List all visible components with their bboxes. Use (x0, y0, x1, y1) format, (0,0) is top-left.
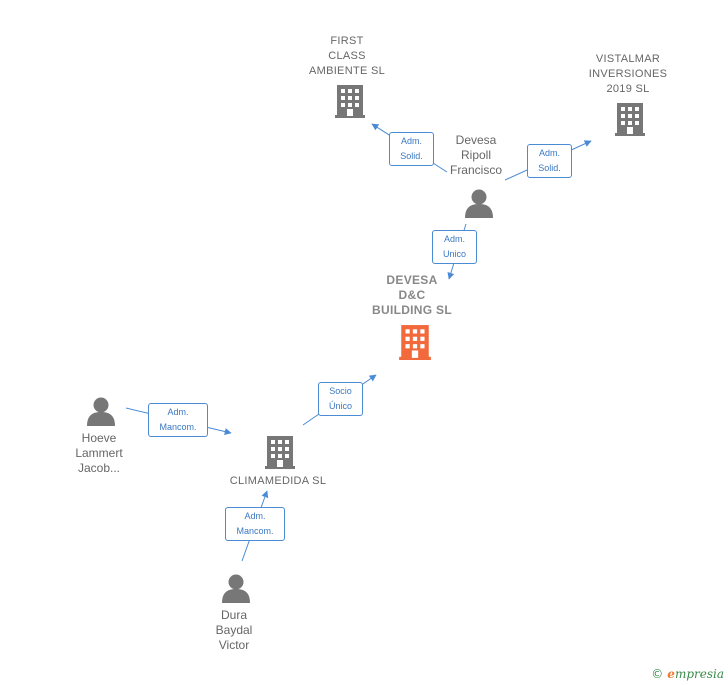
label-line: Baydal (215, 623, 253, 637)
edge-label-line: Adm. (443, 234, 465, 244)
edge-label-line: Único (328, 401, 352, 411)
edge-label-line: Adm. (167, 407, 189, 417)
brand-watermark: ©empresia (651, 667, 724, 681)
node-label-hoeve[interactable]: Hoeve Lammert Jacob... (59, 431, 139, 476)
edge-label-adm-solid: Adm. Solid. (527, 144, 572, 178)
label-line: CLIMAMEDIDA SL (229, 475, 327, 487)
label-line: Victor (218, 638, 250, 652)
label-line: 2019 SL (606, 83, 650, 95)
brand-name: mpresia (674, 667, 724, 681)
edge-label-adm-mancom: Adm. Mancom. (148, 403, 208, 437)
label-line: AMBIENTE SL (308, 65, 386, 77)
label-line: BUILDING SL (372, 303, 452, 317)
building-icon[interactable] (615, 103, 645, 136)
edge-label-line: Adm. (244, 511, 266, 521)
label-line: D&C (398, 288, 426, 302)
person-icon[interactable] (465, 189, 493, 219)
node-label-devesa-ripoll[interactable]: Devesa Ripoll Francisco (436, 133, 516, 178)
building-icon[interactable] (335, 85, 365, 118)
label-line: Jacob... (77, 461, 121, 475)
label-line: Dura (220, 608, 247, 622)
label-line: INVERSIONES (588, 68, 668, 80)
label-line: FIRST (330, 35, 364, 47)
node-label-climamedida[interactable]: CLIMAMEDIDA SL (218, 474, 338, 489)
label-line: Ripoll (460, 148, 491, 162)
edge-label-line: Socio (329, 386, 352, 396)
copyright-icon: © (651, 667, 664, 681)
node-label-devesa-dc[interactable]: DEVESA D&C BUILDING SL (357, 273, 467, 318)
edge-label-line: Solid. (538, 163, 561, 173)
edges (125, 123, 592, 562)
person-icon[interactable] (87, 397, 115, 427)
edge-label-adm-unico: Adm. Unico (432, 230, 477, 264)
edge-label-line: Adm. (538, 148, 560, 158)
label-line: DEVESA (386, 273, 438, 287)
label-line: Hoeve (81, 431, 117, 445)
brand-initial: e (667, 667, 675, 681)
label-line: Devesa (455, 133, 497, 147)
building-icon[interactable] (399, 325, 431, 360)
label-line: Francisco (449, 163, 502, 177)
person-icon[interactable] (222, 574, 250, 604)
edge-label-line: Mancom. (236, 526, 274, 536)
label-line: CLASS (328, 50, 366, 62)
node-label-first-class[interactable]: FIRST CLASS AMBIENTE SL (297, 34, 397, 79)
building-icon[interactable] (265, 436, 295, 469)
node-label-vistalmar[interactable]: VISTALMAR INVERSIONES 2019 SL (578, 52, 678, 97)
edge-label-line: Solid. (400, 151, 423, 161)
label-line: Lammert (75, 446, 123, 460)
edge-label-line: Mancom. (159, 422, 197, 432)
edge-label-line: Adm. (400, 136, 422, 146)
node-label-dura[interactable]: Dura Baydal Victor (194, 608, 274, 653)
edge-label-adm-mancom: Adm. Mancom. (225, 507, 285, 541)
edge-label-socio-unico: Socio Único (318, 382, 363, 416)
edge-label-adm-solid: Adm. Solid. (389, 132, 434, 166)
label-line: VISTALMAR (595, 53, 661, 65)
edge-label-line: Unico (442, 249, 466, 259)
